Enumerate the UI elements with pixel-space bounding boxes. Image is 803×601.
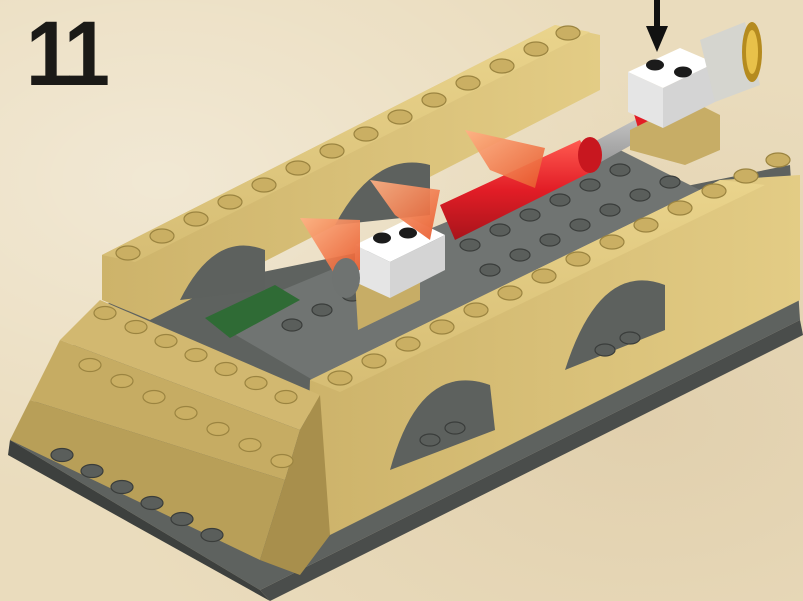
down-arrow-icon xyxy=(646,0,668,52)
